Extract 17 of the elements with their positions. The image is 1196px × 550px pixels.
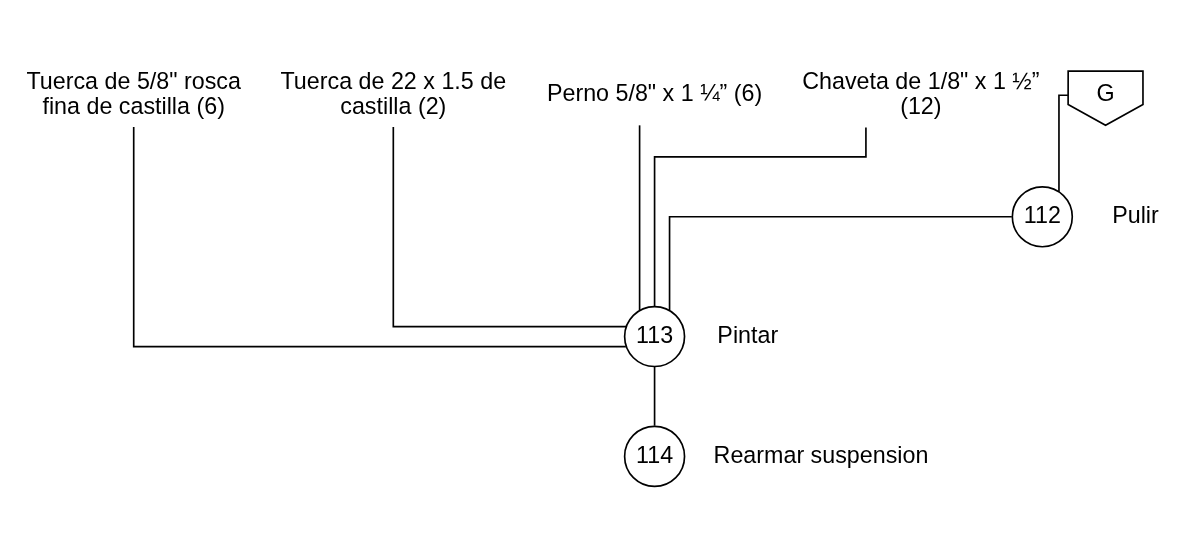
connector [653,126,867,307]
connector [653,366,656,427]
node-text: Tuerca de 22 x 1.5 de castilla (2) [280,67,507,119]
node-label: Rearmar suspension [713,441,929,468]
node-text: Tuerca de 5/8" rosca fina de castilla (6) [26,67,241,119]
connector [1058,94,1069,193]
node-circle: 112 [1011,185,1074,248]
node-text: Perno 5/8" x 1 ¼” (6) [546,80,763,107]
connector [638,124,641,312]
node-text: Chaveta de 1/8" x 1 ½” (12) [802,67,1040,119]
node-circle: 114 [623,425,686,488]
node-label: Pintar [717,321,779,348]
connector [392,126,627,328]
node-label: Pulir [1112,201,1159,228]
connector [668,215,1013,312]
node-circle: 113 [623,305,686,368]
connector [132,126,627,348]
